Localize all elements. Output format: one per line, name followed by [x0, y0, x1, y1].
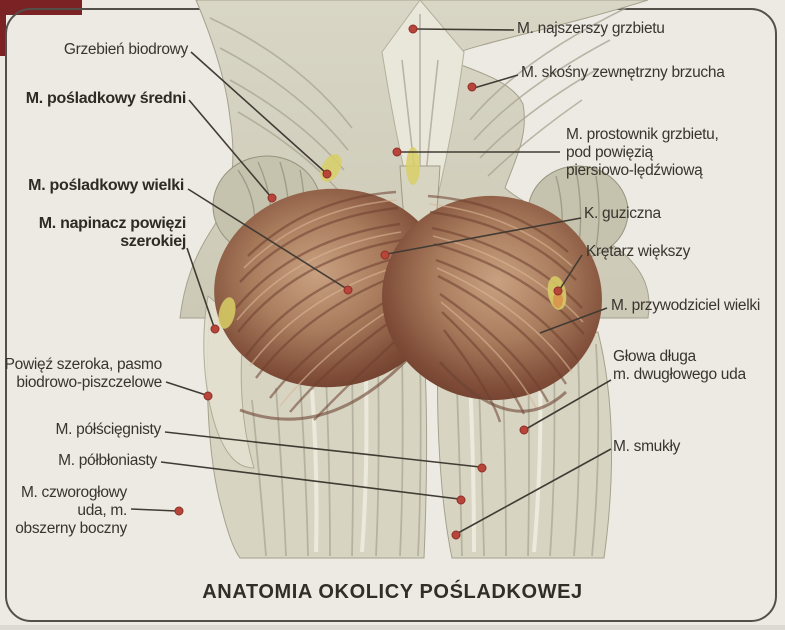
leader-dots: [174, 24, 563, 540]
label-kosc-guziczna: K. guziczna: [584, 205, 661, 222]
label-smukly: M. smukły: [613, 438, 681, 455]
label-kretarz-wiekszy: Krętarz większy: [586, 243, 691, 260]
trochanter-highlight: [553, 292, 563, 308]
leader-lines: [130, 28, 612, 534]
label-powiez-szeroka: Powięź szeroka, pasmo biodrowo-piszczelo…: [4, 356, 163, 391]
diagram-title: ANATOMIA OKOLICY POŚLADKOWEJ: [202, 581, 583, 603]
gluteus-maximus-right: [382, 194, 602, 423]
label-przywodziciel: M. przywodziciel wielki: [611, 297, 760, 314]
bottom-edge-strip: [0, 625, 785, 630]
label-napinacz-powiezi: M. napinacz powięzi szerokiej: [38, 215, 187, 250]
gluteus-maximus-left: [214, 188, 446, 421]
label-polsciegnisty: M. półścięgnisty: [55, 421, 162, 438]
label-polbloniasty: M. półbłoniasty: [58, 452, 157, 469]
label-posladkowy-wielki: M. pośladkowy wielki: [28, 177, 184, 194]
label-skosny-zewnetrzny: M. skośny zewnętrzny brzucha: [521, 64, 725, 81]
label-posladkowy-sredni: M. pośladkowy średni: [25, 90, 187, 107]
label-prostownik-grzbietu: M. prostownik grzbietu, pod powięzią pie…: [566, 126, 719, 179]
label-grzebien-biodrowy: Grzebień biodrowy: [63, 41, 188, 58]
label-najszerszy-grzbietu: M. najszerszy grzbietu: [517, 20, 665, 37]
label-czworoglowy: M. czworogłowy uda, m. obszerny boczny: [15, 484, 127, 537]
label-glowa-dluga: Głowa długa m. dwugłowego uda: [613, 348, 746, 383]
maroon-corner-accent-left: [0, 0, 6, 56]
